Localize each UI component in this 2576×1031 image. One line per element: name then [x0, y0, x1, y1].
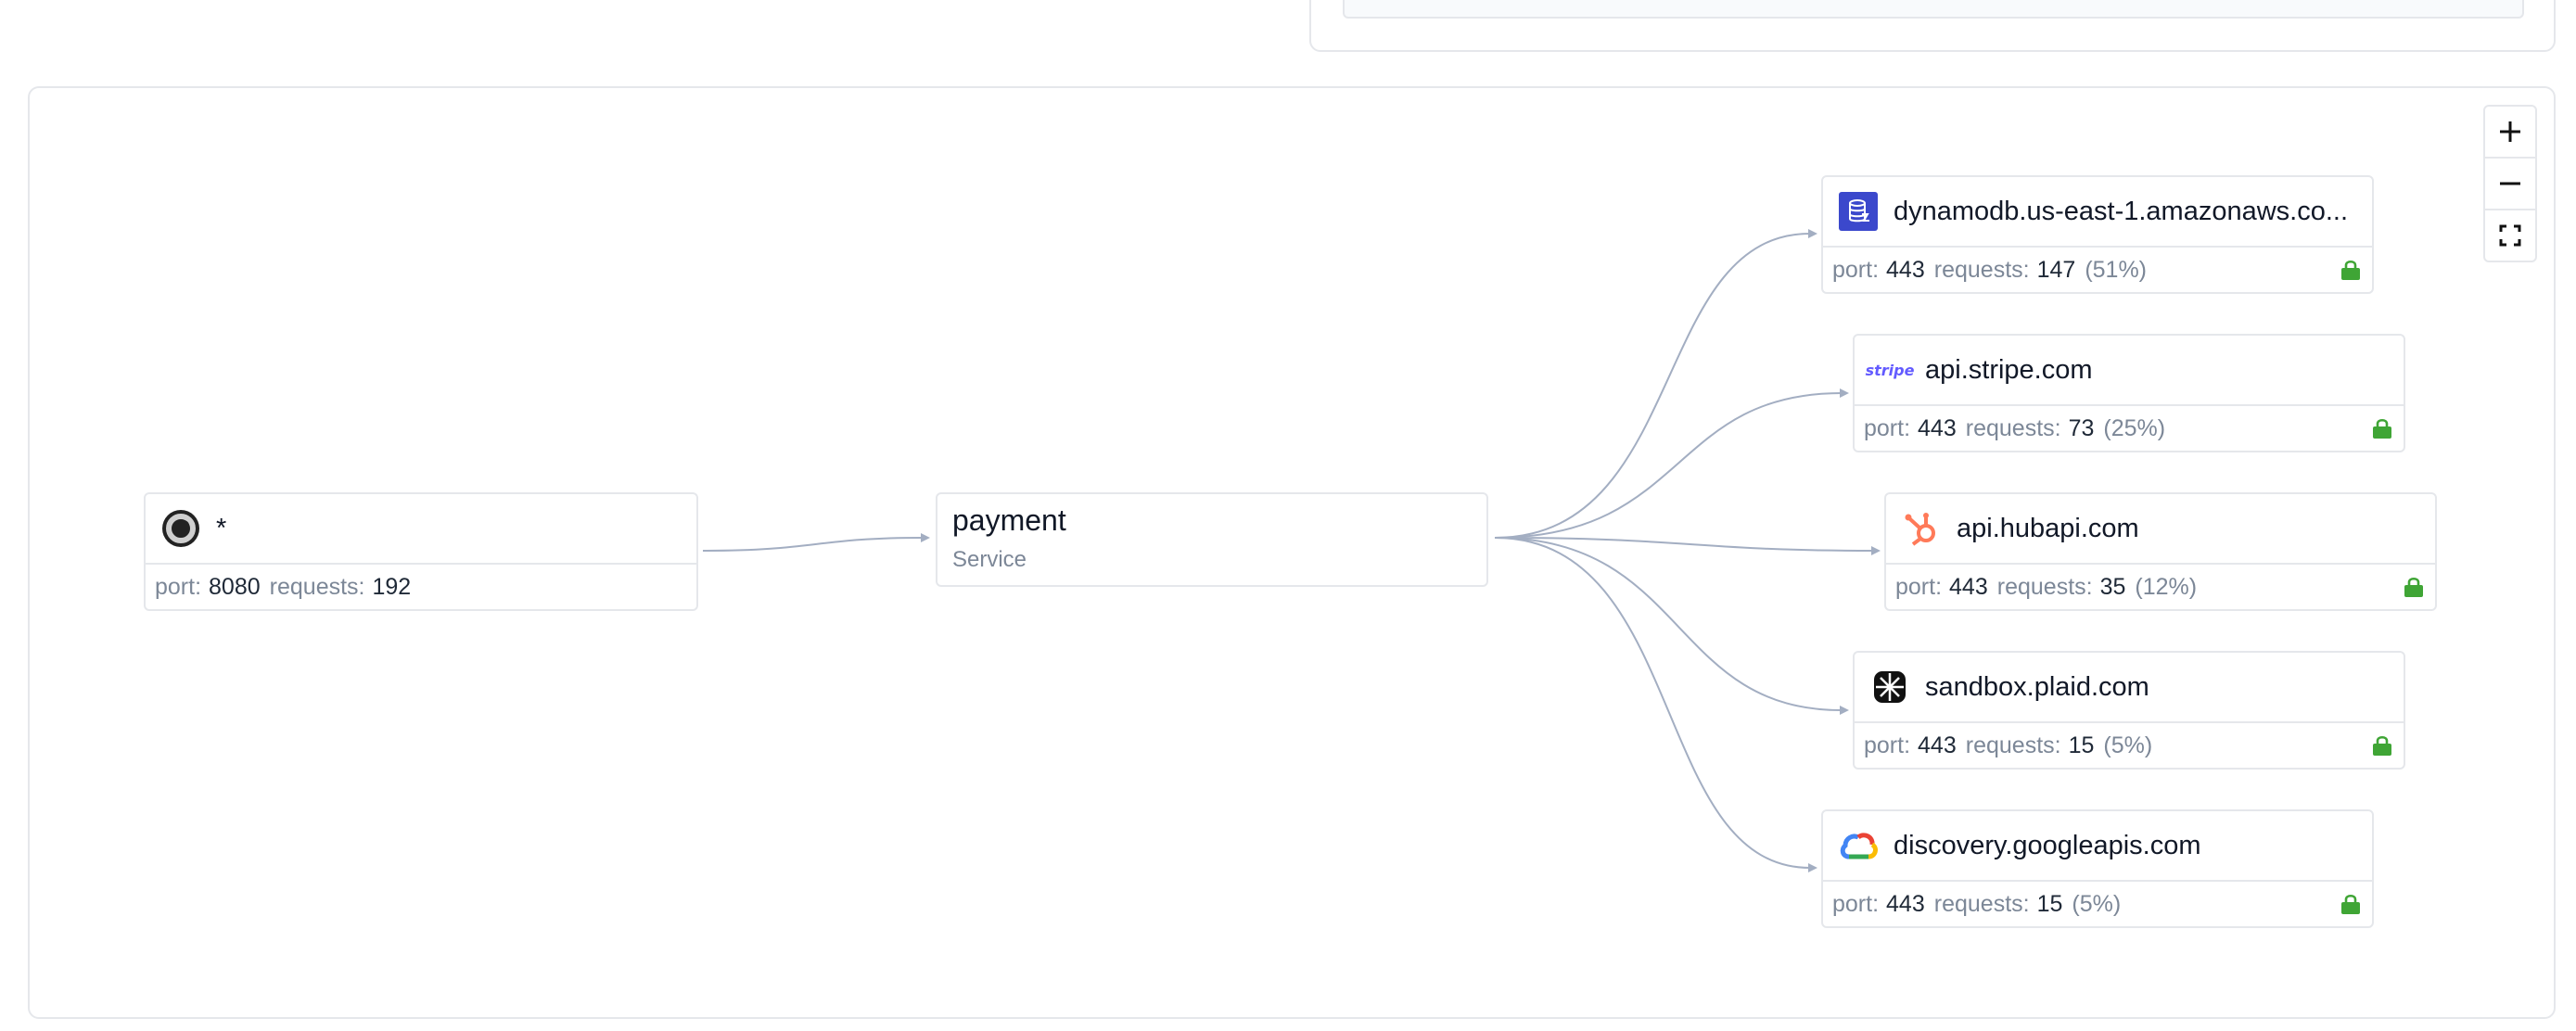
top-panel-content [1343, 0, 2524, 19]
port-label: port: [155, 573, 202, 600]
lock-icon [2341, 894, 2360, 914]
edge-arrow-hubapi [1871, 546, 1881, 555]
edge-arrow-plaid [1840, 706, 1849, 715]
destination-name: sandbox.plaid.com [1925, 671, 2149, 702]
requests-label: requests: [1965, 414, 2061, 441]
port-value: 443 [1918, 732, 1957, 758]
lock-icon [2373, 418, 2391, 439]
requests-value: 73 [2068, 414, 2095, 441]
port-value: 443 [1886, 256, 1925, 283]
destination-name: discovery.googleapis.com [1894, 830, 2201, 860]
service-node-payment[interactable]: payment Service [936, 492, 1488, 587]
requests-percent: (5%) [2103, 732, 2153, 758]
source-node[interactable]: * port: 8080 requests: 192 [144, 492, 698, 611]
edge-payment-to-dynamodb [1494, 233, 1811, 539]
requests-label: requests: [1933, 256, 2030, 283]
source-node-name: * [216, 513, 227, 543]
fullscreen-icon [2499, 224, 2521, 247]
service-name: payment [952, 503, 1066, 537]
requests-label: requests: [1933, 890, 2030, 917]
edge-payment-to-hubapi [1494, 537, 1874, 552]
edge-source-to-payment [702, 537, 924, 552]
edge-payment-to-plaid [1494, 537, 1843, 711]
port-value: 443 [1949, 573, 1988, 600]
minus-icon [2500, 182, 2520, 185]
destination-node-stripe[interactable]: stripe api.stripe.com port: 443 requests… [1853, 334, 2405, 452]
port-label: port: [1832, 890, 1880, 917]
edge-payment-to-stripe [1494, 392, 1843, 539]
port-label: port: [1864, 732, 1911, 758]
destination-node-dynamodb[interactable]: dynamodb.us-east-1.amazonaws.co... port:… [1821, 175, 2374, 294]
port-value: 443 [1886, 890, 1925, 917]
destination-node-plaid[interactable]: sandbox.plaid.com port: 443 requests: 15… [1853, 651, 2405, 770]
requests-value: 147 [2036, 256, 2076, 283]
edge-arrow-stripe [1840, 388, 1849, 398]
edge-arrow-dynamodb [1808, 229, 1817, 238]
plus-icon [2500, 121, 2520, 142]
destination-name: api.hubapi.com [1957, 513, 2139, 543]
requests-percent: (25%) [2103, 414, 2166, 441]
port-label: port: [1864, 414, 1911, 441]
requests-label: requests: [1996, 573, 2093, 600]
edge-arrow-payment [921, 533, 930, 542]
lock-icon [2404, 577, 2423, 597]
destination-node-googleapis[interactable]: discovery.googleapis.com port: 443 reque… [1821, 809, 2374, 928]
requests-value: 192 [372, 573, 412, 600]
requests-value: 15 [2036, 890, 2063, 917]
requests-percent: (51%) [2085, 256, 2147, 283]
destination-name: api.stripe.com [1925, 354, 2093, 385]
fit-view-button[interactable] [2485, 210, 2535, 261]
requests-value: 15 [2068, 732, 2095, 758]
port-value: 443 [1918, 414, 1957, 441]
requests-label: requests: [269, 573, 365, 600]
port-label: port: [1832, 256, 1880, 283]
service-type: Service [952, 547, 1027, 572]
stripe-logo: stripe [1865, 361, 1915, 379]
plaid-logo [1869, 667, 1910, 707]
edge-arrow-googleapis [1808, 863, 1817, 872]
requests-percent: (12%) [2135, 573, 2198, 600]
destination-node-hubapi[interactable]: api.hubapi.com port: 443 requests: 35 (1… [1884, 492, 2437, 611]
destination-name: dynamodb.us-east-1.amazonaws.co... [1894, 196, 2349, 226]
top-panel [1309, 0, 2556, 52]
zoom-controls [2483, 105, 2537, 262]
requests-percent: (5%) [2072, 890, 2122, 917]
edge-payment-to-googleapis [1494, 537, 1811, 869]
zoom-in-button[interactable] [2485, 107, 2535, 159]
port-value: 8080 [209, 573, 261, 600]
source-logo-icon [160, 508, 201, 549]
zoom-out-button[interactable] [2485, 159, 2535, 210]
port-label: port: [1895, 573, 1943, 600]
requests-value: 35 [2099, 573, 2126, 600]
lock-icon [2341, 260, 2360, 280]
dynamodb-icon [1838, 191, 1879, 232]
requests-label: requests: [1965, 732, 2061, 758]
lock-icon [2373, 735, 2391, 756]
hubspot-logo [1901, 508, 1942, 549]
google-cloud-logo [1838, 825, 1879, 866]
